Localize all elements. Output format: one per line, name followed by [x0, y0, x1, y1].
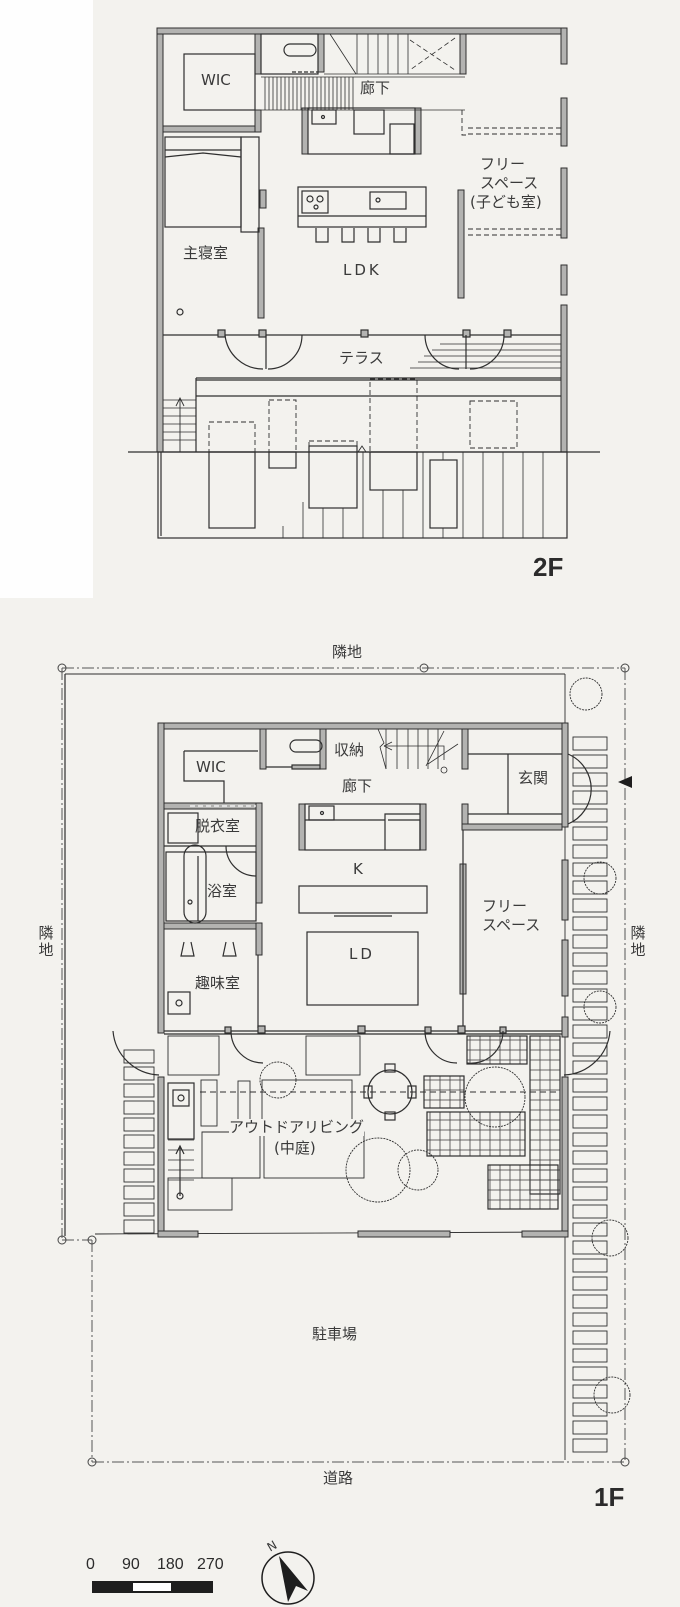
scale-tick-270: 270: [197, 1556, 224, 1573]
floor-label-2f: 2F: [533, 552, 564, 582]
room-label-2f-free-space-3: (子ども室): [470, 193, 542, 211]
room-label-1f-kitchen: K: [353, 860, 363, 878]
room-label-1f-outdoor-living-2: (中庭): [274, 1139, 316, 1158]
floor-label-1f: 1F: [594, 1482, 625, 1512]
room-label-1f-free-space-2: スペース: [482, 916, 541, 934]
room-label-1f-living-dining: LD: [349, 945, 375, 963]
scale-tick-90: 90: [122, 1556, 140, 1573]
room-label-1f-corridor: 廊下: [342, 777, 373, 795]
room-label-1f-outdoor-living-1: アウトドアリビング: [229, 1118, 365, 1137]
room-label-1f-entrance: 玄関: [518, 769, 549, 787]
room-label-1f-parking: 駐車場: [312, 1325, 358, 1343]
floor-2f-plan: [128, 27, 600, 539]
room-label-1f-dressing-room: 脱衣室: [195, 817, 241, 835]
room-label-2f-free-space-1: フリー: [480, 155, 526, 173]
site-label-neighbor-left: 隣 地: [38, 924, 54, 960]
floor-1f-plan: [57, 663, 632, 1467]
room-label-2f-terrace: テラス: [339, 349, 384, 367]
room-label-1f-wic: WIC: [196, 758, 226, 776]
site-label-neighbor-top: 隣地: [332, 643, 363, 661]
room-label-1f-bathroom: 浴室: [207, 882, 238, 900]
scale-bar-graphic: [92, 1581, 213, 1593]
scale-tick-180: 180: [157, 1556, 184, 1573]
room-label-1f-hobby-room: 趣味室: [195, 974, 241, 992]
room-label-2f-master-bedroom: 主寝室: [183, 244, 229, 262]
scale-tick-0: 0: [86, 1556, 95, 1573]
room-label-2f-ldk: LDK: [343, 261, 382, 279]
room-label-1f-free-space-1: フリー: [482, 897, 528, 915]
blank-corner-panel: [0, 0, 93, 598]
room-label-2f-free-space-2: スペース: [480, 174, 539, 192]
north-arrow-icon: [261, 1551, 315, 1605]
site-label-neighbor-right: 隣 地: [630, 924, 646, 960]
room-label-1f-storage: 収納: [334, 741, 365, 759]
site-label-road: 道路: [323, 1469, 354, 1487]
room-label-2f-corridor: 廊下: [360, 79, 391, 97]
room-label-2f-wic: WIC: [201, 71, 231, 89]
scale-bar-labels: 0 90 180 270: [86, 1556, 246, 1576]
